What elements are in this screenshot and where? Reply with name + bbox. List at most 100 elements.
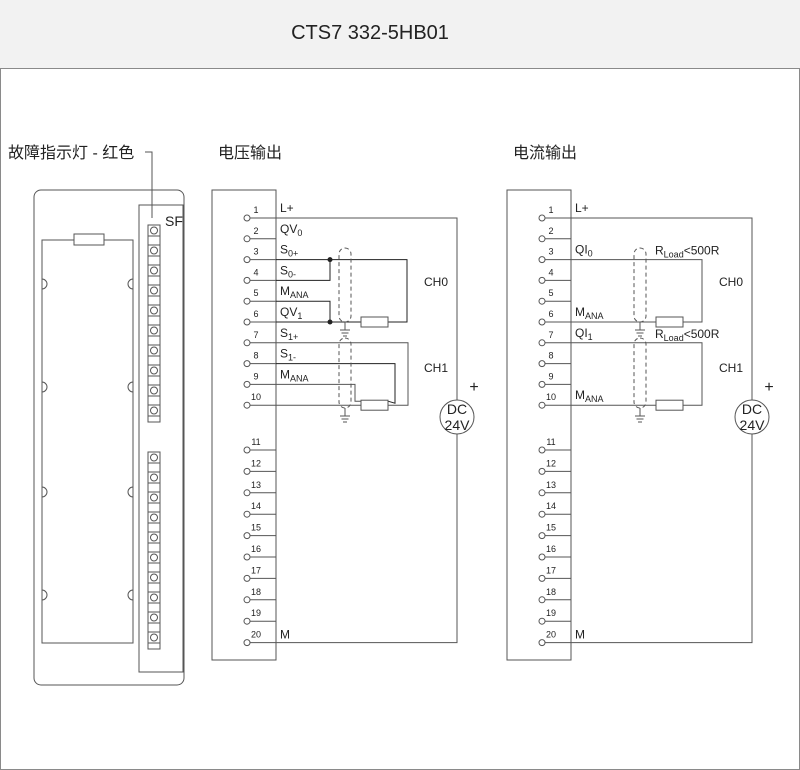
pin-number: 10 bbox=[251, 392, 261, 402]
label-tail: <500R bbox=[684, 244, 720, 258]
terminal-pin bbox=[538, 214, 546, 222]
terminal-label: MANA bbox=[575, 388, 604, 404]
terminal-label: L+ bbox=[575, 201, 589, 215]
terminal-screw bbox=[150, 306, 158, 315]
pin-number: 12 bbox=[546, 458, 556, 468]
terminal-screw-box bbox=[147, 491, 161, 504]
terminal-strip-upper bbox=[147, 224, 161, 423]
cover-hinge-left bbox=[41, 381, 48, 393]
terminal-screw bbox=[150, 326, 158, 335]
dc-supply-label: DC bbox=[447, 401, 467, 417]
terminal-pin bbox=[243, 446, 251, 454]
terminal-screw-box bbox=[147, 324, 161, 337]
terminal-screw-box bbox=[147, 304, 161, 317]
terminal-pin bbox=[538, 235, 546, 243]
terminal-label: S1- bbox=[280, 347, 296, 363]
label-subscript: 1 bbox=[297, 311, 302, 321]
terminal-screw bbox=[150, 286, 158, 295]
terminal-screw-box bbox=[147, 364, 161, 377]
terminal-screw bbox=[150, 386, 158, 395]
label-main: S bbox=[280, 326, 288, 340]
terminal-screw bbox=[150, 533, 158, 542]
label-subscript: 1+ bbox=[288, 332, 298, 342]
terminal-screw-box bbox=[147, 404, 161, 417]
module-front-panel bbox=[138, 204, 184, 673]
terminal-pin bbox=[538, 553, 546, 561]
label-tail: <500R bbox=[684, 327, 720, 341]
terminal-pin bbox=[538, 510, 546, 518]
fault-indicator-label: 故障指示灯 - 红色 bbox=[8, 144, 134, 162]
terminal-pin bbox=[538, 401, 546, 409]
ch1-load-resistor bbox=[655, 399, 684, 411]
cover-hinge-left bbox=[41, 278, 48, 290]
pin-number: 13 bbox=[251, 480, 261, 490]
ch1-load-resistor bbox=[360, 399, 389, 411]
terminal-screw-box bbox=[147, 284, 161, 297]
label-main: R bbox=[655, 327, 664, 341]
terminal-screw-box bbox=[147, 631, 161, 644]
pin-number: 8 bbox=[253, 351, 258, 361]
pin-number: 7 bbox=[548, 330, 553, 340]
pin-number: 20 bbox=[251, 630, 261, 640]
pin-number: 8 bbox=[548, 351, 553, 361]
ch1-sense-plus-wire bbox=[276, 363, 396, 404]
terminal-pin bbox=[243, 401, 251, 409]
pin-number: 18 bbox=[251, 587, 261, 597]
terminal-pin bbox=[243, 276, 251, 284]
pin-number: 11 bbox=[251, 437, 260, 447]
terminal-pin bbox=[243, 360, 251, 368]
terminal-label: MANA bbox=[575, 305, 604, 321]
channel-0-label: CH0 bbox=[719, 275, 743, 289]
terminal-pin bbox=[243, 532, 251, 540]
terminal-screw bbox=[150, 473, 158, 482]
pin-number: 20 bbox=[546, 630, 556, 640]
label-subscript: ANA bbox=[585, 311, 604, 321]
label-subscript: 0- bbox=[288, 269, 296, 279]
terminal-label: MANA bbox=[280, 367, 309, 383]
label-main: M bbox=[575, 305, 585, 319]
pin-number: 1 bbox=[548, 205, 553, 215]
section-title: 电流输出 bbox=[513, 144, 577, 162]
pin-number: 16 bbox=[546, 544, 556, 554]
cover-hinge-left bbox=[41, 486, 48, 498]
cable-shield bbox=[338, 337, 352, 409]
ch0-load-resistor bbox=[655, 316, 684, 328]
terminal-pin bbox=[538, 339, 546, 347]
terminal-screw bbox=[150, 266, 158, 275]
terminal-screw bbox=[150, 613, 158, 622]
supply-plus-sign: + bbox=[764, 379, 773, 396]
pin-number: 12 bbox=[251, 458, 261, 468]
terminal-pin bbox=[243, 467, 251, 475]
pin-number: 2 bbox=[253, 226, 258, 236]
pin-number: 14 bbox=[546, 501, 556, 511]
terminal-pin bbox=[538, 467, 546, 475]
terminal-block-voltage bbox=[211, 189, 277, 661]
ch0-load-resistor bbox=[360, 316, 389, 328]
terminal-screw bbox=[150, 593, 158, 602]
terminal-pin bbox=[538, 276, 546, 284]
terminal-screw-box bbox=[147, 344, 161, 357]
terminal-pin bbox=[538, 446, 546, 454]
label-subscript: 0 bbox=[297, 228, 302, 238]
terminal-screw-box bbox=[147, 571, 161, 584]
pin-number: 15 bbox=[251, 523, 261, 533]
label-main: L+ bbox=[575, 201, 589, 215]
terminal-screw bbox=[150, 453, 158, 462]
terminal-label: QV1 bbox=[280, 305, 302, 321]
pin-number: 5 bbox=[253, 288, 258, 298]
channel-1-label: CH1 bbox=[424, 361, 448, 375]
m-wire bbox=[571, 434, 753, 644]
pin-number: 14 bbox=[251, 501, 261, 511]
label-main: QV bbox=[280, 222, 297, 236]
section-title: 电压输出 bbox=[218, 144, 282, 162]
terminal-block-current bbox=[506, 189, 572, 661]
label-subscript: 1 bbox=[588, 332, 593, 342]
terminal-label: L+ bbox=[280, 201, 294, 215]
pin-number: 10 bbox=[546, 392, 556, 402]
terminal-screw bbox=[150, 633, 158, 642]
terminal-pin bbox=[243, 318, 251, 326]
label-subscript: 1- bbox=[288, 353, 296, 363]
junction-dot bbox=[327, 257, 333, 263]
terminal-screw-box bbox=[147, 244, 161, 257]
load-resistance-label: RLoad<500R bbox=[655, 327, 720, 343]
